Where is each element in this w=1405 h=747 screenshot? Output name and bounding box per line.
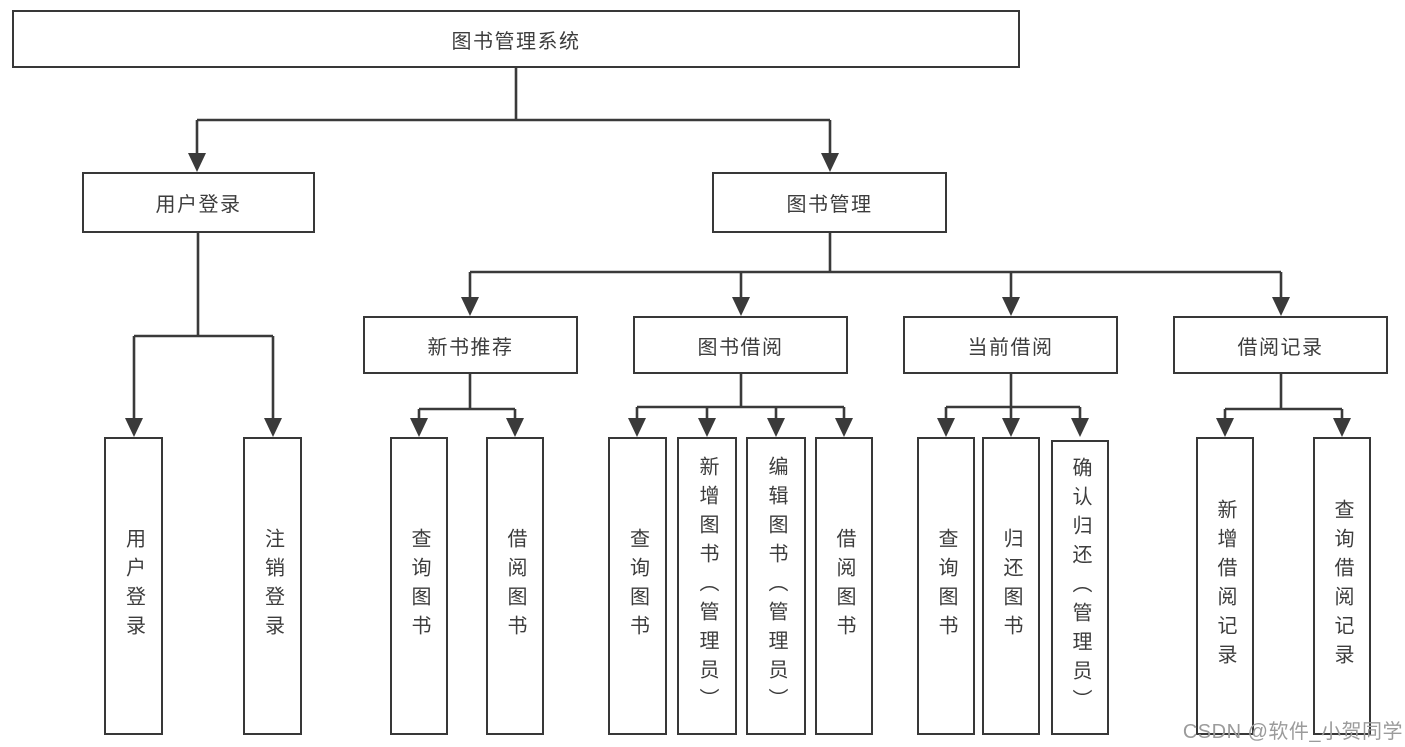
leaf-borrow-edit-book-admin: 编辑图书（管理员） xyxy=(746,437,806,735)
leaf-recommend-borrow-book: 借阅图书 xyxy=(486,437,544,735)
leaf-recommend-query-book: 查询图书 xyxy=(390,437,448,735)
node-borrow-record: 借阅记录 xyxy=(1173,316,1388,374)
csdn-watermark: CSDN @软件_小贺同学 xyxy=(1182,721,1403,743)
leaf-current-return-book: 归还图书 xyxy=(982,437,1040,735)
leaf-record-add-borrow-record: 新增借阅记录 xyxy=(1196,437,1254,735)
node-book-borrow: 图书借阅 xyxy=(633,316,848,374)
leaf-current-confirm-return-admin: 确认归还（管理员） xyxy=(1051,440,1109,735)
leaf-current-query-book: 查询图书 xyxy=(917,437,975,735)
leaf-record-query-borrow-record: 查询借阅记录 xyxy=(1313,437,1371,735)
node-root-library-management-system: 图书管理系统 xyxy=(12,10,1020,68)
leaf-borrow-add-book-admin: 新增图书（管理员） xyxy=(677,437,737,735)
leaf-logout: 注销登录 xyxy=(243,437,302,735)
leaf-borrow-query-book: 查询图书 xyxy=(608,437,667,735)
node-current-borrow: 当前借阅 xyxy=(903,316,1118,374)
node-new-book-recommend: 新书推荐 xyxy=(363,316,578,374)
leaf-user-login: 用户登录 xyxy=(104,437,163,735)
leaf-borrow-borrow-book: 借阅图书 xyxy=(815,437,873,735)
node-user-login: 用户登录 xyxy=(82,172,315,233)
node-book-management: 图书管理 xyxy=(712,172,947,233)
